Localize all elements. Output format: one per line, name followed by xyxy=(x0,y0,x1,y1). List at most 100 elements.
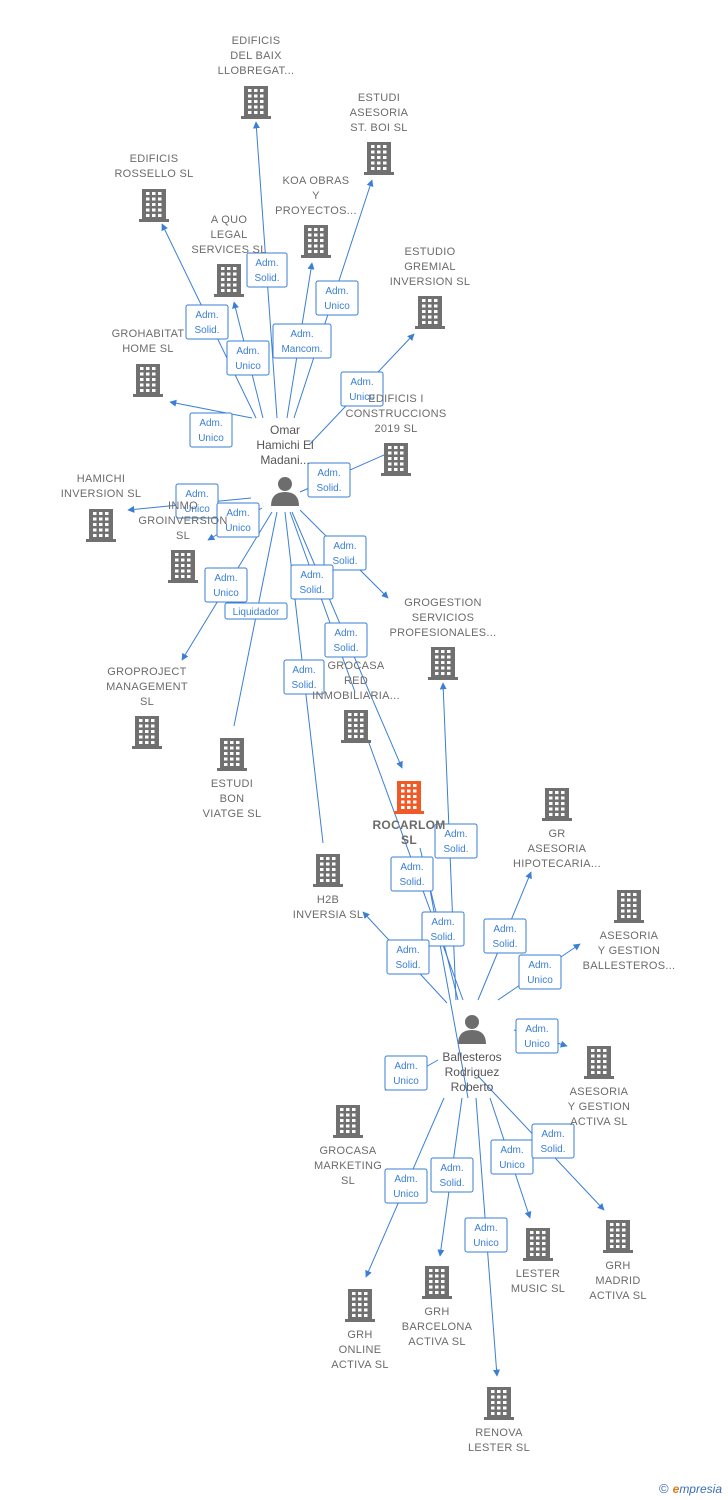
company-name: ESTUDIO xyxy=(405,246,456,258)
company-name: ACTIVA SL xyxy=(408,1336,466,1348)
relation-label[interactable]: Adm.Unico xyxy=(515,1018,559,1054)
relation-label[interactable]: Adm.Unico xyxy=(189,412,233,448)
building-icon xyxy=(132,716,162,749)
relation-label-box xyxy=(290,564,334,600)
building-icon xyxy=(603,1220,633,1253)
relation-label-text: Adm. xyxy=(528,960,551,971)
relation-label[interactable]: Adm.Solid. xyxy=(246,252,288,288)
relation-label[interactable]: Adm.Unico xyxy=(490,1139,534,1175)
relation-label[interactable]: Adm.Unico xyxy=(204,567,248,603)
person-name: Rodriguez xyxy=(445,1065,500,1079)
relation-label-box xyxy=(189,412,233,448)
building-icon xyxy=(241,86,271,119)
company-name: ROCARLOM xyxy=(372,818,445,832)
building-icon xyxy=(523,1228,553,1261)
company-name: RED xyxy=(344,675,368,687)
relation-label-box xyxy=(315,280,359,316)
relation-label[interactable]: Adm.Solid. xyxy=(531,1123,575,1159)
company-name: Y GESTION xyxy=(598,945,660,957)
company-node-koa-obras[interactable]: KOA OBRASYPROYECTOS... xyxy=(275,175,357,258)
company-name: INVERSION SL xyxy=(61,488,142,500)
relation-label[interactable]: Adm.Solid. xyxy=(283,659,325,695)
person-name: Ballesteros xyxy=(442,1050,501,1064)
relation-label-box xyxy=(307,462,351,498)
person-name: Omar xyxy=(270,423,300,437)
relation-label[interactable]: Adm.Solid. xyxy=(290,564,334,600)
relation-label[interactable]: Adm.Solid. xyxy=(483,918,527,954)
relation-label[interactable]: Adm. Solid. xyxy=(185,304,229,340)
company-name: GRH xyxy=(424,1306,449,1318)
company-name: HIPOTECARIA... xyxy=(513,858,601,870)
relation-label[interactable]: Adm.Unico xyxy=(384,1168,428,1204)
relation-label-box xyxy=(390,856,434,892)
relation-label[interactable]: Adm.Unico xyxy=(315,280,359,316)
company-name: BALLESTEROS... xyxy=(583,960,676,972)
copyright-icon: © xyxy=(659,1481,669,1496)
relation-label-box xyxy=(483,918,527,954)
relation-label[interactable]: Adm.Solid. xyxy=(434,823,478,859)
relation-label-text: Adm. xyxy=(195,310,218,321)
relation-label-text: Adm. xyxy=(255,258,278,269)
relation-label[interactable]: Adm.Solid. xyxy=(324,622,368,658)
relation-label-text: Adm. xyxy=(290,329,313,340)
person-name: Madani... xyxy=(260,453,309,467)
relation-label-text: Liquidador xyxy=(233,607,280,618)
relation-label-text: Adm. xyxy=(185,489,208,500)
company-name: SL xyxy=(140,696,154,708)
relation-label-text: Adm. xyxy=(541,1129,564,1140)
relation-label[interactable]: Adm.Unico xyxy=(518,954,562,990)
building-icon xyxy=(584,1046,614,1079)
relation-label[interactable]: Liquidador xyxy=(224,602,288,620)
relation-label[interactable]: Adm.Solid. xyxy=(386,939,430,975)
relation-label[interactable]: Adm.Unico xyxy=(216,502,260,538)
relation-label[interactable]: Adm.Solid. xyxy=(421,911,465,947)
relation-label[interactable]: Adm.Solid. xyxy=(390,856,434,892)
relation-label-text: Solid. xyxy=(194,325,219,336)
relation-label-text: Adm. xyxy=(226,508,249,519)
relation-label[interactable]: Adm.Unico xyxy=(464,1217,508,1253)
company-name: LEGAL xyxy=(211,229,248,241)
relation-label[interactable]: Adm.Solid. xyxy=(430,1157,474,1193)
company-node-grocasa-red[interactable]: GROCASAREDINMOBILIARIA... xyxy=(312,660,400,743)
relation-label[interactable]: Adm.Unico xyxy=(340,371,384,407)
company-name: RENOVA xyxy=(475,1427,523,1439)
relation-label[interactable]: Adm.Unico xyxy=(226,340,270,376)
empresia-brand[interactable]: ©empresia xyxy=(659,1481,722,1496)
relation-label[interactable]: Adm.Solid. xyxy=(323,535,367,571)
relation-label[interactable]: Adm.Mancom. xyxy=(272,323,332,359)
relation-label[interactable]: Adm.Unico xyxy=(175,483,219,519)
company-name: MANAGEMENT xyxy=(106,681,188,693)
relation-label[interactable]: Adm.Unico xyxy=(384,1055,428,1091)
relation-label[interactable]: Adm.Solid. xyxy=(307,462,351,498)
building-icon xyxy=(217,738,247,771)
company-node-gr-asesoria[interactable]: GRASESORIAHIPOTECARIA... xyxy=(513,788,601,870)
relation-label-box xyxy=(434,823,478,859)
building-icon xyxy=(133,364,163,397)
relation-label-box xyxy=(175,483,219,519)
relation-label-box xyxy=(204,567,248,603)
company-node-grogestion[interactable]: GROGESTIONSERVICIOSPROFESIONALES... xyxy=(390,597,497,680)
